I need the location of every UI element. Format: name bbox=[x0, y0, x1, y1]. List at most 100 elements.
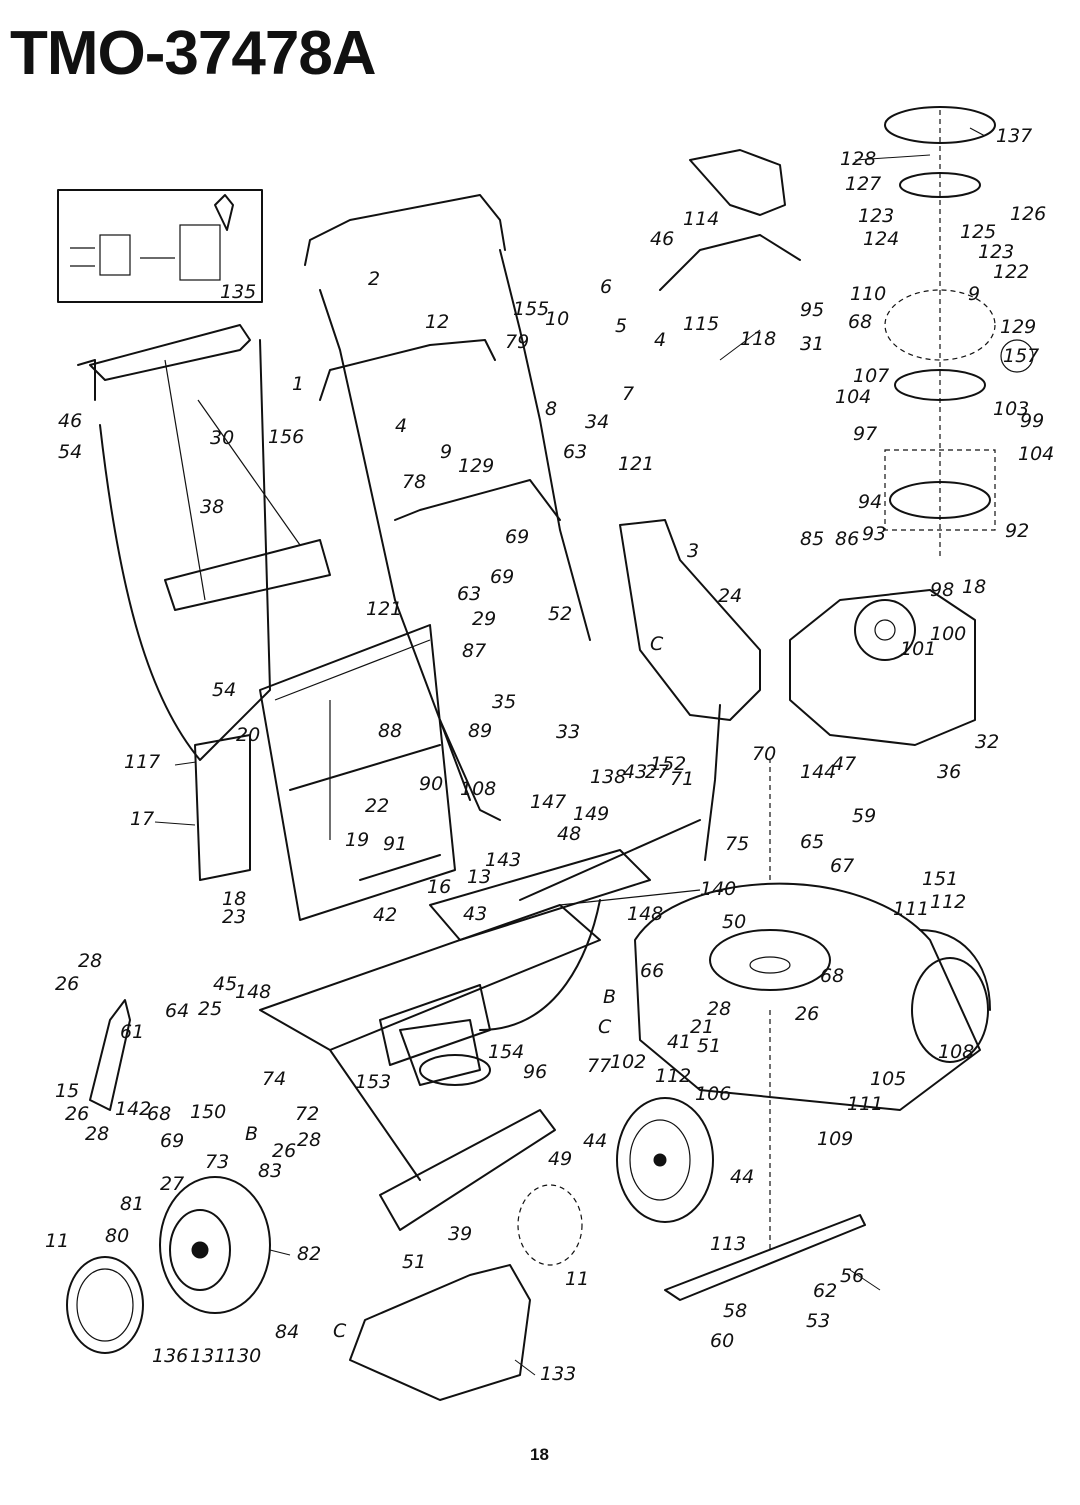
callout: 11 bbox=[45, 1230, 69, 1252]
callout: 133 bbox=[540, 1363, 576, 1385]
callout: 18 bbox=[962, 576, 986, 598]
callout: 81 bbox=[120, 1193, 144, 1215]
callout: 113 bbox=[710, 1233, 746, 1255]
callout: 51 bbox=[402, 1251, 426, 1273]
callout: 21 bbox=[690, 1016, 714, 1038]
callout: 43 bbox=[463, 903, 487, 925]
callout: 79 bbox=[505, 331, 529, 353]
callout: 59 bbox=[852, 805, 876, 827]
right-wheel-deck bbox=[911, 957, 989, 1063]
callout: 105 bbox=[870, 1068, 906, 1090]
callout: 49 bbox=[548, 1148, 572, 1170]
callout: 19 bbox=[345, 829, 369, 851]
callout: 77 bbox=[587, 1055, 611, 1077]
callout: 127 bbox=[845, 173, 881, 195]
callout: 66 bbox=[640, 960, 664, 982]
callout: 32 bbox=[975, 731, 999, 753]
callout: 10 bbox=[545, 308, 569, 330]
callout: 44 bbox=[730, 1166, 754, 1188]
callout: 92 bbox=[1005, 520, 1029, 542]
callout: 28 bbox=[85, 1123, 109, 1145]
callout: 73 bbox=[205, 1151, 229, 1173]
callout: 5 bbox=[615, 315, 627, 337]
callout: 36 bbox=[937, 761, 961, 783]
callout: 48 bbox=[557, 823, 581, 845]
callout: 60 bbox=[710, 1330, 734, 1352]
callout: 149 bbox=[573, 803, 609, 825]
callout: 111 bbox=[847, 1093, 883, 1115]
callout: 150 bbox=[190, 1101, 226, 1123]
callout: 65 bbox=[800, 831, 824, 853]
callout: 28 bbox=[78, 950, 102, 972]
callout: 69 bbox=[505, 526, 529, 548]
callout: 35 bbox=[492, 691, 516, 713]
callout: 152 bbox=[650, 753, 686, 775]
callout: 115 bbox=[683, 313, 719, 335]
diagram-title: TMO-37478A bbox=[10, 19, 377, 88]
callout: 46 bbox=[650, 228, 674, 250]
rear-deflector bbox=[349, 1264, 531, 1401]
discharge-chute bbox=[619, 519, 761, 721]
callout: 54 bbox=[58, 441, 82, 463]
callout: 13 bbox=[467, 866, 491, 888]
callout: 44 bbox=[583, 1130, 607, 1152]
callout: 23 bbox=[222, 906, 246, 928]
engine bbox=[789, 589, 976, 746]
callout: 7 bbox=[622, 383, 634, 405]
callout: 26 bbox=[795, 1003, 819, 1025]
callout: C bbox=[333, 1320, 347, 1342]
callout: 4 bbox=[395, 415, 407, 437]
callout: 17 bbox=[130, 808, 154, 830]
callout: 30 bbox=[210, 427, 234, 449]
callout: C bbox=[598, 1016, 612, 1038]
callout: 78 bbox=[402, 471, 426, 493]
callout: 123 bbox=[978, 241, 1014, 263]
callout: 69 bbox=[160, 1130, 184, 1152]
inset-box-135 bbox=[57, 189, 263, 303]
callout: 121 bbox=[618, 453, 654, 475]
callout: 148 bbox=[627, 903, 663, 925]
callout: 89 bbox=[468, 720, 492, 742]
callout: 143 bbox=[485, 849, 521, 871]
callout: 122 bbox=[993, 261, 1029, 283]
blade bbox=[664, 1214, 866, 1301]
hubcap-11-left bbox=[66, 1256, 144, 1354]
callout: 18 bbox=[222, 888, 246, 910]
callout: 108 bbox=[938, 1041, 974, 1063]
callout: 156 bbox=[268, 426, 304, 448]
callout: 53 bbox=[806, 1310, 830, 1332]
callout: 138 bbox=[590, 766, 626, 788]
callout: 154 bbox=[488, 1041, 524, 1063]
callout: 33 bbox=[556, 721, 580, 743]
callout: C bbox=[650, 633, 664, 655]
callout: 54 bbox=[212, 679, 236, 701]
callout: 135 bbox=[220, 281, 256, 303]
callout: 83 bbox=[258, 1160, 282, 1182]
height-adjuster-assembly bbox=[399, 899, 601, 1086]
callout: 47 bbox=[832, 753, 856, 775]
callout: 70 bbox=[752, 743, 776, 765]
callout: 99 bbox=[1020, 410, 1044, 432]
callout: 42 bbox=[373, 904, 397, 926]
callout: 69 bbox=[490, 566, 514, 588]
callout: 93 bbox=[862, 523, 886, 545]
callout: 74 bbox=[262, 1068, 286, 1090]
callout: 121 bbox=[366, 598, 402, 620]
callout: 11 bbox=[565, 1268, 589, 1290]
callout: 12 bbox=[425, 311, 449, 333]
callout: 25 bbox=[198, 998, 222, 1020]
callout: 28 bbox=[297, 1129, 321, 1151]
callout: 68 bbox=[848, 311, 872, 333]
callout: 153 bbox=[355, 1071, 391, 1093]
callout: 27 bbox=[645, 761, 669, 783]
callout: 64 bbox=[165, 1000, 189, 1022]
callout: 157 bbox=[1003, 345, 1039, 367]
callout: 86 bbox=[835, 528, 859, 550]
callout: 8 bbox=[545, 398, 557, 420]
lower-handle bbox=[319, 339, 561, 821]
callout: 129 bbox=[458, 455, 494, 477]
callout: 114 bbox=[683, 208, 719, 230]
callout: 82 bbox=[297, 1243, 321, 1265]
callout: 3 bbox=[687, 540, 699, 562]
callout: 2 bbox=[368, 268, 380, 290]
